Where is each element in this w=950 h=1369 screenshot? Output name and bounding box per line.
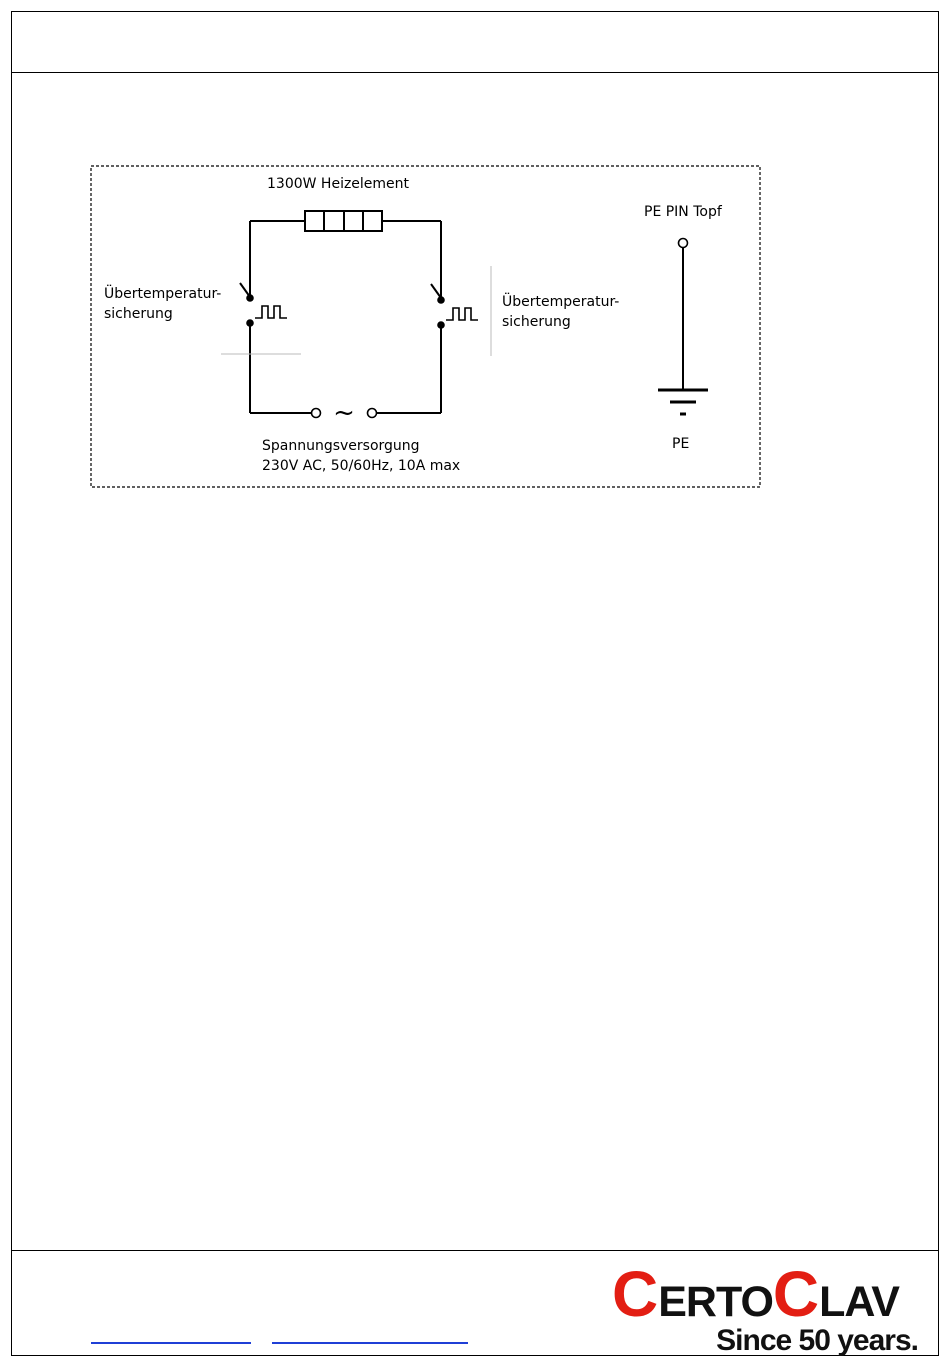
fuse-right-label-1: Übertemperatur-: [502, 293, 619, 311]
pe-pin-label: PE PIN Topf: [644, 203, 722, 221]
fuse-left-contact-bottom: [246, 319, 254, 327]
supply-terminal-right: [368, 409, 377, 418]
supply-label-1: Spannungsversorgung: [262, 437, 420, 455]
pe-pin-terminal: [679, 239, 688, 248]
fuse-right-label-2: sicherung: [502, 313, 571, 331]
logo-wordmark: CERTOCLAV: [612, 1262, 899, 1326]
supply-terminal-left: [312, 409, 321, 418]
pe-label: PE: [672, 435, 689, 453]
fuse-right-thermal: [446, 308, 478, 320]
fuse-left-contact-top: [246, 294, 254, 302]
fuse-right-contact-top: [437, 296, 445, 304]
logo-tagline: Since 50 years.: [716, 1324, 918, 1358]
footer-link-underline-1[interactable]: [91, 1342, 251, 1344]
fuse-left-label-2: sicherung: [104, 305, 173, 323]
fuse-right-switch: [431, 284, 441, 298]
heater-label: 1300W Heizelement: [267, 175, 409, 193]
supply-label-2: 230V AC, 50/60Hz, 10A max: [262, 457, 460, 475]
footer-link-underline-2[interactable]: [272, 1342, 468, 1344]
certoclav-logo: CERTOCLAV Since 50 years.: [612, 1262, 922, 1356]
fuse-left-label-1: Übertemperatur-: [104, 285, 221, 303]
fuse-left-thermal: [255, 306, 287, 318]
fuse-right-contact-bottom: [437, 321, 445, 329]
ac-symbol: ~: [333, 398, 355, 428]
